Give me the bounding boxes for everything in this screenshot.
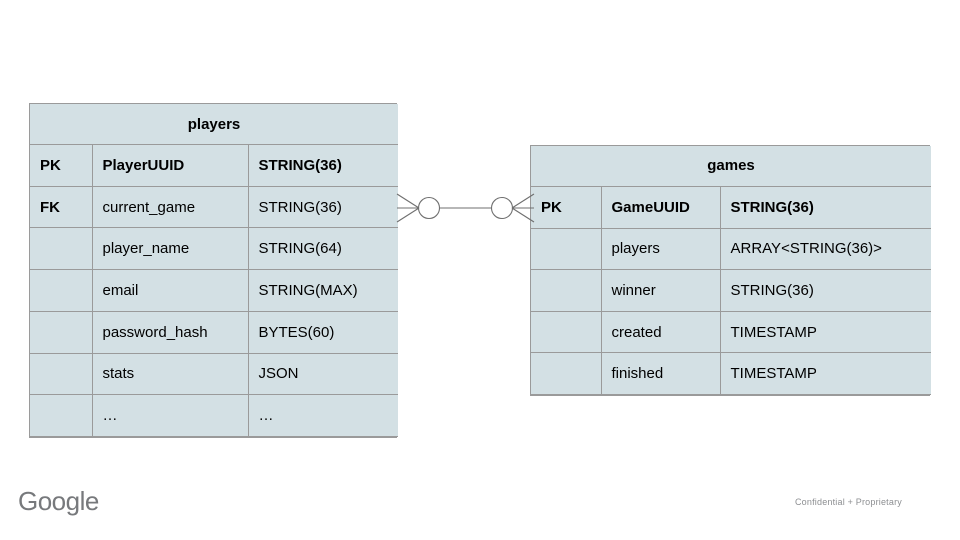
- row-key-6: [30, 394, 93, 437]
- row-type-1: STRING(36): [247, 185, 399, 229]
- table-row[interactable]: PK PlayerUUID STRING(36): [30, 144, 399, 187]
- crowsfoot-right-upper-prong: [511, 193, 535, 209]
- crowsfoot-left-lower-prong: [396, 207, 420, 223]
- table-row[interactable]: FK current_game STRING(36): [30, 185, 399, 229]
- entity-table-players[interactable]: players PK PlayerUUID STRING(36) FK curr…: [29, 103, 399, 438]
- row-name-4: finished: [600, 352, 721, 395]
- entity-title-row: players: [30, 104, 399, 146]
- crowsfoot-left-upper-prong: [396, 193, 420, 209]
- table-row[interactable]: … …: [30, 394, 399, 437]
- row-key-4: [531, 352, 602, 395]
- cardinality-zero-circle-right: [490, 196, 514, 220]
- row-name-3: email: [91, 269, 249, 312]
- row-type-6: …: [247, 394, 399, 437]
- row-key-0: PK: [531, 185, 602, 229]
- row-key-2: [30, 227, 93, 271]
- row-type-2: STRING(64): [247, 227, 399, 271]
- row-type-4: BYTES(60): [247, 310, 399, 354]
- crowsfoot-right-lower-prong: [511, 207, 535, 223]
- row-key-5: [30, 352, 93, 396]
- row-key-4: [30, 310, 93, 354]
- table-row[interactable]: password_hash BYTES(60): [30, 310, 399, 354]
- table-row[interactable]: finished TIMESTAMP: [531, 352, 932, 395]
- row-type-4: TIMESTAMP: [719, 352, 932, 395]
- cardinality-zero-circle-left: [417, 196, 441, 220]
- table-row[interactable]: players ARRAY<STRING(36)>: [531, 227, 932, 271]
- row-name-1: players: [600, 227, 721, 271]
- row-type-5: JSON: [247, 352, 399, 396]
- entity-title-players: players: [30, 104, 399, 146]
- confidential-proprietary-note: Confidential + Proprietary: [794, 497, 902, 507]
- row-key-1: FK: [30, 185, 93, 229]
- row-name-4: password_hash: [91, 310, 249, 354]
- table-row[interactable]: winner STRING(36): [531, 269, 932, 312]
- row-key-0: PK: [30, 144, 93, 187]
- row-key-2: [531, 269, 602, 312]
- slide-footer: Google Confidential + Proprietary: [0, 482, 960, 540]
- games-table: games PK GameUUID STRING(36) players ARR…: [531, 146, 932, 395]
- table-row[interactable]: email STRING(MAX): [30, 269, 399, 312]
- row-key-3: [30, 269, 93, 312]
- relationship-connector-players-games[interactable]: [393, 186, 538, 230]
- row-name-0: GameUUID: [600, 185, 721, 229]
- row-type-3: STRING(MAX): [247, 269, 399, 312]
- table-row[interactable]: stats JSON: [30, 352, 399, 396]
- row-type-1: ARRAY<STRING(36)>: [719, 227, 932, 271]
- row-name-5: stats: [91, 352, 249, 396]
- google-logo: Google: [18, 486, 99, 516]
- row-name-2: player_name: [91, 227, 249, 271]
- entity-table-games[interactable]: games PK GameUUID STRING(36) players ARR…: [530, 145, 932, 396]
- players-table: players PK PlayerUUID STRING(36) FK curr…: [30, 104, 399, 437]
- connector-strokes: [396, 193, 535, 223]
- row-name-3: created: [600, 310, 721, 354]
- table-row[interactable]: PK GameUUID STRING(36): [531, 185, 932, 229]
- entity-title-row: games: [531, 146, 932, 187]
- row-type-0: STRING(36): [719, 185, 932, 229]
- row-name-0: PlayerUUID: [91, 144, 249, 187]
- entity-title-games: games: [531, 146, 932, 187]
- row-type-2: STRING(36): [719, 269, 932, 312]
- table-row[interactable]: created TIMESTAMP: [531, 310, 932, 354]
- row-key-1: [531, 227, 602, 271]
- row-name-1: current_game: [91, 185, 249, 229]
- row-type-3: TIMESTAMP: [719, 310, 932, 354]
- row-key-3: [531, 310, 602, 354]
- row-name-2: winner: [600, 269, 721, 312]
- table-row[interactable]: player_name STRING(64): [30, 227, 399, 271]
- row-type-0: STRING(36): [247, 144, 399, 187]
- row-name-6: …: [91, 394, 249, 437]
